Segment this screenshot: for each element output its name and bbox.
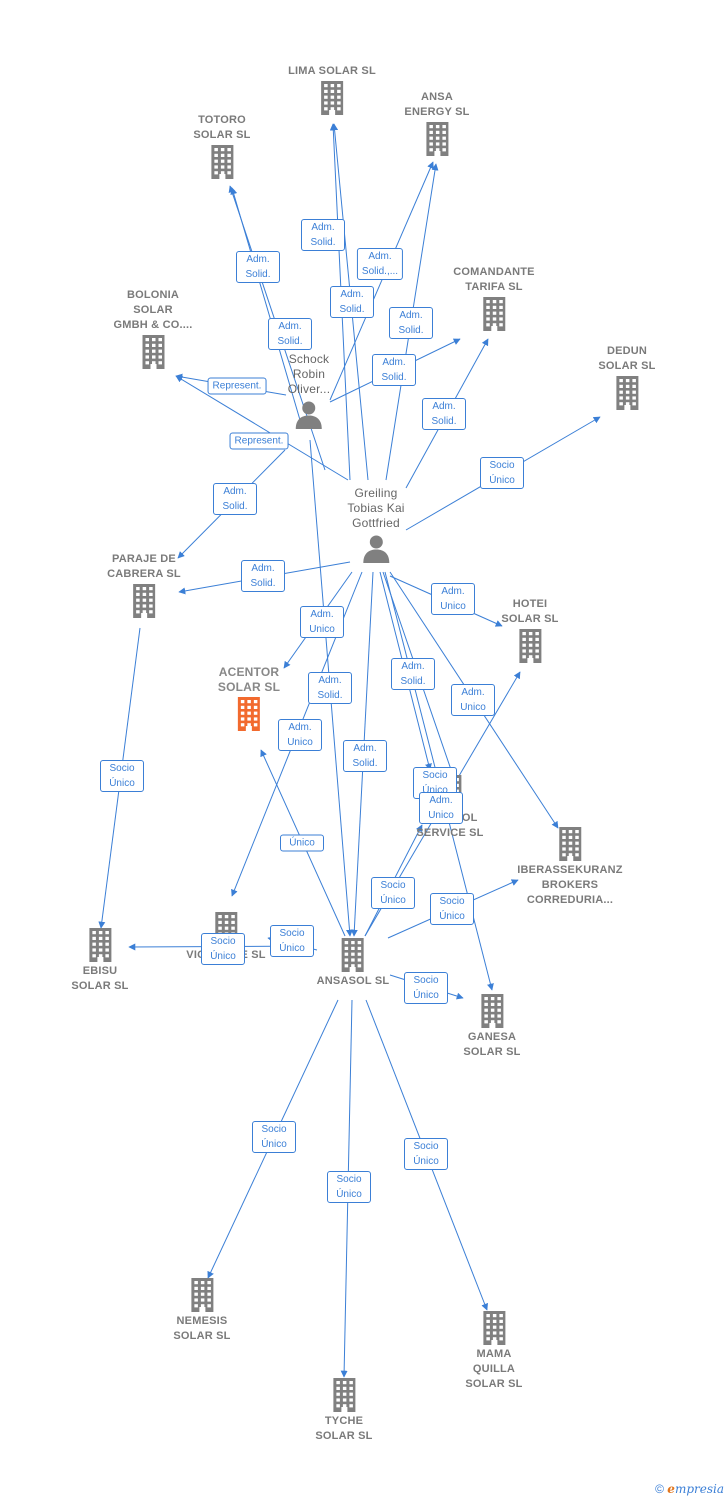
building-icon	[133, 584, 155, 618]
building-icon	[321, 81, 343, 115]
node-label: ANSA ENERGY SL	[404, 91, 470, 118]
edge-label: Socio Único	[252, 1121, 296, 1153]
node-mama[interactable]: MAMA QUILLA SOLAR SL	[465, 1309, 522, 1392]
node-label: ANSASOL SL	[316, 975, 390, 987]
edge-line	[175, 375, 349, 481]
edge-label: Adm. Unico	[300, 606, 344, 638]
node-lima[interactable]: LIMA SOLAR SL	[288, 64, 376, 115]
edge-label: Adm. Solid.	[236, 251, 280, 283]
building-icon	[142, 335, 164, 369]
node-iberassekuranz[interactable]: IBERASSEKURANZ BROKERS CORREDURIA...	[517, 825, 623, 908]
node-label: NEMESIS SOLAR SL	[173, 1315, 231, 1342]
node-label: TOTORO SOLAR SL	[193, 114, 251, 141]
node-label: Schock Robin Oliver...	[287, 352, 331, 396]
node-label: ACENTOR SOLAR SL	[217, 665, 281, 694]
node-greiling[interactable]: Greiling Tobias Kai Gottfried	[347, 486, 404, 563]
edge-label: Adm. Unico	[419, 792, 463, 824]
edge-label: Socio Único	[327, 1171, 371, 1203]
node-ebisu[interactable]: EBISU SOLAR SL	[71, 926, 128, 994]
edge-label: Socio Único	[270, 925, 314, 957]
node-ansa[interactable]: ANSA ENERGY SL	[404, 90, 469, 156]
node-label: LIMA SOLAR SL	[288, 65, 376, 77]
node-totoro[interactable]: TOTORO SOLAR SL	[193, 113, 250, 179]
building-icon	[238, 697, 260, 731]
edge-label: Adm. Solid.	[213, 483, 257, 515]
node-nemesis[interactable]: NEMESIS SOLAR SL	[173, 1276, 230, 1344]
node-label: MAMA QUILLA SOLAR SL	[465, 1348, 523, 1390]
edge-label: Socio Único	[404, 972, 448, 1004]
edge-label: Adm. Solid.	[308, 672, 352, 704]
edge-label: Socio Único	[404, 1138, 448, 1170]
brand-logo[interactable]: empresia	[667, 1482, 724, 1496]
node-label: IBERASSEKURANZ BROKERS CORREDURIA...	[517, 864, 623, 906]
edge-label: Adm. Solid.	[241, 560, 285, 592]
building-icon	[191, 1278, 213, 1312]
edge-label: Adm. Solid.	[372, 354, 416, 386]
node-bolonia[interactable]: BOLONIA SOLAR GMBH & CO....	[114, 288, 193, 369]
node-dedun[interactable]: DEDUN SOLAR SL	[598, 344, 655, 410]
node-ganesa[interactable]: GANESA SOLAR SL	[463, 992, 520, 1060]
edge-label: Socio Único	[201, 933, 245, 965]
node-label: HOTEI SOLAR SL	[501, 598, 559, 625]
node-paraje[interactable]: PARAJE DE CABRERA SL	[107, 552, 181, 618]
edge-label: Represent.	[229, 432, 289, 450]
node-comandante[interactable]: COMANDANTE TARIFA SL	[453, 265, 535, 331]
node-hotei[interactable]: HOTEI SOLAR SL	[501, 597, 558, 663]
edge-label: Socio Único	[430, 893, 474, 925]
building-icon	[211, 145, 233, 179]
building-icon	[341, 938, 364, 972]
edge-label: Adm. Solid.	[391, 658, 435, 690]
edge-label: Adm. Solid.	[330, 286, 374, 318]
edge-label: Adm. Solid.	[268, 318, 312, 350]
node-label: TYCHE SOLAR SL	[315, 1415, 373, 1442]
footer: © empresia	[655, 1482, 724, 1496]
person-icon	[363, 535, 389, 563]
building-icon	[616, 376, 638, 410]
person-icon	[295, 401, 322, 429]
building-icon	[482, 297, 505, 331]
edge-label: Adm. Unico	[431, 583, 475, 615]
edge-label: Socio Único	[371, 877, 415, 909]
edge-label: Socio Único	[480, 457, 524, 489]
node-label: GANESA SOLAR SL	[463, 1031, 521, 1058]
building-icon	[89, 928, 111, 962]
building-icon	[425, 122, 448, 156]
edge-label: Adm. Unico	[451, 684, 495, 716]
edge-line	[230, 187, 301, 421]
building-icon	[519, 629, 541, 663]
node-label: EBISU SOLAR SL	[71, 965, 129, 992]
node-label: DEDUN SOLAR SL	[598, 345, 656, 372]
node-acentor[interactable]: ACENTOR SOLAR SL	[218, 665, 280, 731]
edge-label: Único	[280, 834, 324, 852]
edge-label: Adm. Solid.	[301, 219, 345, 251]
edge-label: Socio Único	[100, 760, 144, 792]
edge-label: Adm. Solid.	[389, 307, 433, 339]
node-label: BOLONIA SOLAR GMBH & CO....	[113, 289, 193, 331]
building-icon	[333, 1378, 355, 1412]
edge-label: Adm. Unico	[278, 719, 322, 751]
node-tyche[interactable]: TYCHE SOLAR SL	[315, 1376, 372, 1444]
edge-label: Adm. Solid.,...	[356, 248, 404, 280]
node-ansasol[interactable]: ANSASOL SL	[317, 936, 390, 989]
node-schock[interactable]: Schock Robin Oliver...	[288, 352, 330, 429]
copyright-symbol: ©	[655, 1482, 664, 1496]
edge-line	[329, 161, 434, 401]
edge-label: Represent.	[207, 377, 267, 395]
building-icon	[558, 827, 581, 861]
edge-label: Adm. Solid.	[422, 398, 466, 430]
node-label: Greiling Tobias Kai Gottfried	[347, 486, 405, 530]
building-icon	[483, 1311, 505, 1345]
node-label: PARAJE DE CABRERA SL	[107, 553, 181, 580]
node-label: COMANDANTE TARIFA SL	[453, 266, 535, 293]
edge-label: Adm. Solid.	[343, 740, 387, 772]
building-icon	[481, 994, 503, 1028]
